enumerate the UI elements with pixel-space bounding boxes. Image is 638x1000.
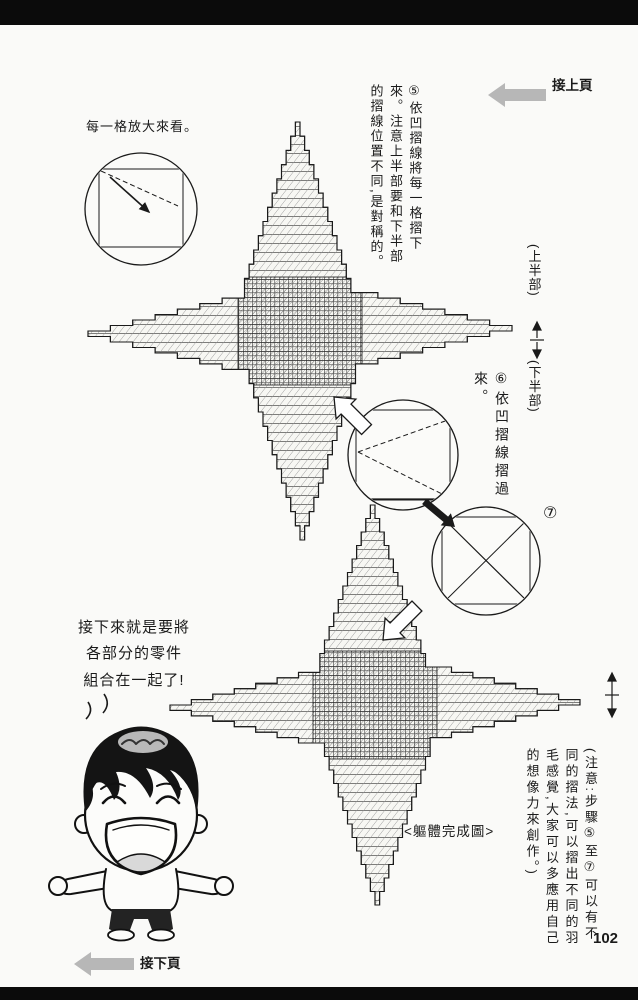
character-tongue xyxy=(116,853,166,873)
upper-lower-half-arrows xyxy=(530,320,544,360)
character-hair xyxy=(83,726,199,812)
next-page-arrow xyxy=(74,952,134,976)
character-left-foot xyxy=(107,928,135,942)
flow-arrows xyxy=(74,83,546,976)
character-teeth-line xyxy=(112,824,170,831)
prev-page-arrow xyxy=(488,83,546,107)
character-hair-highlight xyxy=(118,731,168,753)
lower-half-label: (下半部) xyxy=(526,360,542,413)
speech-bubble-tail xyxy=(85,693,109,720)
next-page-link: 接下頁 xyxy=(140,956,181,971)
valley-fold-dashed-line xyxy=(357,451,449,498)
zoom-detail-circle-step6 xyxy=(347,399,459,511)
prev-page-link: 接上頁 xyxy=(552,78,593,93)
character-pants xyxy=(109,909,173,933)
step6-instruction: ⑥依凹摺線摺過來。 xyxy=(473,371,510,499)
grid-cell-outline xyxy=(355,409,451,501)
character-hair-scribble xyxy=(121,739,165,745)
grid-cell-outline xyxy=(441,516,531,605)
upper-star-diagram xyxy=(87,121,513,541)
scan-edge-top xyxy=(0,0,638,25)
zoom-hint-label: 每一格放大來看。 xyxy=(86,119,199,134)
body-complete-caption: <軀體完成圖> xyxy=(404,824,495,839)
detail-link-arrow xyxy=(422,498,455,527)
character-right-eye xyxy=(155,795,181,805)
character-left-hand xyxy=(48,876,68,896)
note-text: (注意:步驟⑤至⑦可以有不同的摺法,可以摺出不同的羽毛感覺,大家可以多應用自己的… xyxy=(524,748,599,947)
character-right-eyebrow xyxy=(156,782,182,790)
speech-line: 接下來就是要將 xyxy=(77,619,190,636)
zoom-detail-circle-step7 xyxy=(431,506,541,616)
zoom-detail-circle-step5 xyxy=(84,152,198,266)
character-left-eyebrow xyxy=(100,782,126,790)
fold-direction-arrow-lower xyxy=(382,600,423,641)
cartoon-character xyxy=(48,726,234,942)
lower-star-diagram xyxy=(169,504,581,906)
speech-line: 組合在一起了! xyxy=(83,671,185,689)
vertical-double-arrow xyxy=(605,671,619,719)
upper-half-label: (上半部) xyxy=(526,244,542,297)
step5-instruction: ⑤依凹摺線將每一格摺下來。注意上半部要和下半部的摺線位置不同,是對稱的。 xyxy=(368,84,423,270)
fold-direction-arrow-upper xyxy=(333,396,373,436)
valley-fold-dashed-line xyxy=(100,170,179,207)
fold-arrow xyxy=(109,176,151,214)
page-number: 102 xyxy=(593,930,619,947)
step7-label: ⑦ xyxy=(543,505,558,522)
speech-bubble: 接下來就是要將 各部分的零件 組合在一起了! xyxy=(44,615,224,694)
speech-line: 各部分的零件 xyxy=(85,645,182,663)
fold-crease-line xyxy=(443,518,529,603)
character-right-hand xyxy=(214,876,234,896)
character-right-foot xyxy=(147,928,175,942)
character-left-eye xyxy=(101,795,127,805)
scan-edge-bottom xyxy=(0,987,638,1000)
